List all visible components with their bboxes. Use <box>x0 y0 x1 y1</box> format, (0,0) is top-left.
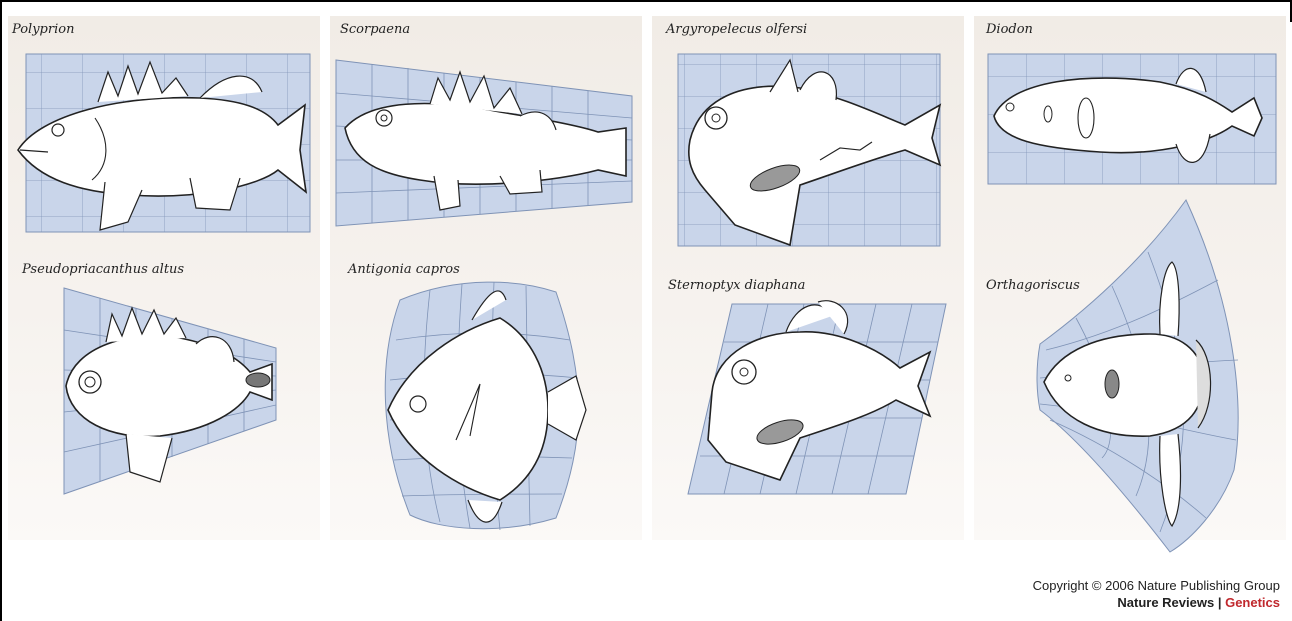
diodon-figure <box>988 54 1276 184</box>
species-label-polyprion: Polyprion <box>12 22 74 37</box>
orthagoriscus-figure <box>1037 200 1238 552</box>
journal-credit: Nature Reviews | Genetics <box>1033 594 1280 611</box>
species-label-diodon: Diodon <box>986 22 1033 37</box>
scorpaena-figure <box>336 60 632 226</box>
sternoptyx-figure <box>688 301 946 494</box>
credit-separator: | <box>1214 595 1225 610</box>
publisher-name: Nature Reviews <box>1117 595 1214 610</box>
copyright-block: Copyright © 2006 Nature Publishing Group… <box>1033 577 1280 611</box>
polyprion-figure <box>18 54 310 232</box>
species-label-antigonia: Antigonia capros <box>348 262 460 277</box>
antigonia-figure <box>385 282 586 530</box>
pseudopriacanthus-figure <box>64 288 276 494</box>
species-label-argyropelecus: Argyropelecus olfersi <box>666 22 807 37</box>
species-label-sternoptyx: Sternoptyx diaphana <box>668 278 805 293</box>
species-label-orthagoriscus: Orthagoriscus <box>986 278 1080 293</box>
journal-name: Genetics <box>1225 595 1280 610</box>
species-label-scorpaena: Scorpaena <box>340 22 410 37</box>
argyropelecus-figure <box>678 54 940 246</box>
copyright-line: Copyright © 2006 Nature Publishing Group <box>1033 577 1280 594</box>
polyprion-eye <box>52 124 64 136</box>
species-label-pseudopriacanthus: Pseudopriacanthus altus <box>22 262 184 277</box>
